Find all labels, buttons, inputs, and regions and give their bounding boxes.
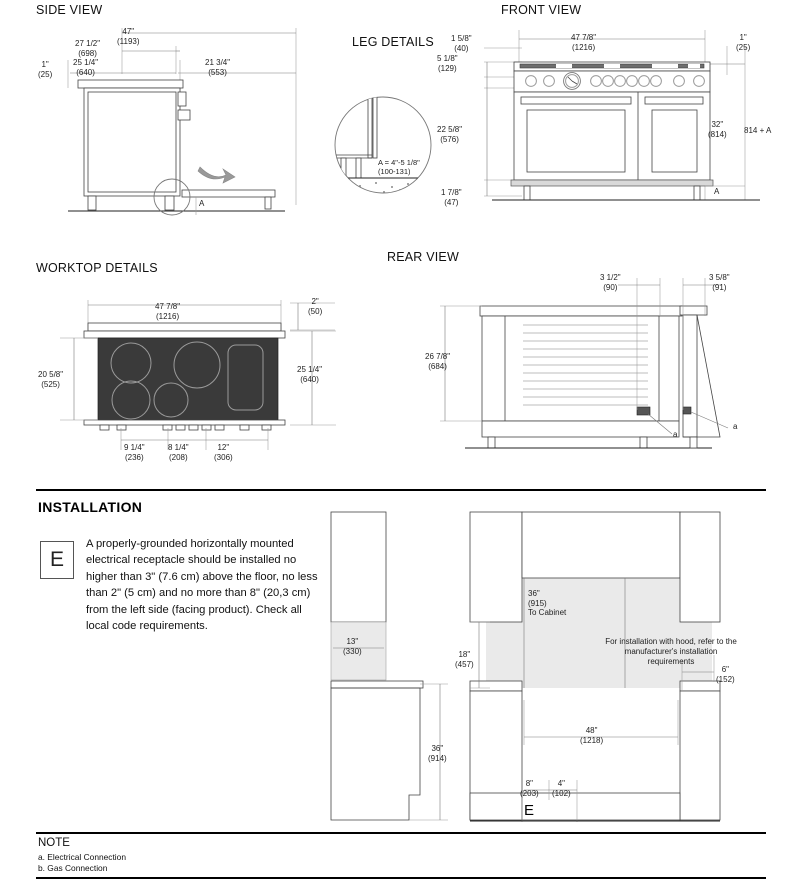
- side-door-open-dim: 21 3/4"(553): [205, 58, 231, 77]
- install-receptacle-offset-dim: 4"(102): [552, 779, 571, 798]
- rear-depth-offset-dim: 3 5/8"(91): [709, 273, 730, 292]
- side-top-overhang-dim: 1"(25): [38, 60, 53, 79]
- side-view-title: SIDE VIEW: [36, 3, 103, 17]
- front-oven-height-dim: 22 5/8"(576): [437, 125, 463, 144]
- note-divider-bottom: [36, 877, 766, 879]
- rear-connection-marker-left: a: [673, 430, 678, 439]
- front-toe-kick-dim: 1 7/8"(47): [441, 188, 462, 207]
- worktop-total-depth-dim: 25 1/4"(640): [297, 365, 323, 384]
- installation-body-text: A properly-grounded horizontally mounted…: [86, 538, 318, 633]
- side-leg-marker: A: [199, 199, 205, 208]
- front-backguard-height-dim: 1 5/8"(40): [451, 34, 472, 53]
- worktop-details-title: WORKTOP DETAILS: [36, 261, 158, 275]
- install-cutout-width-dim: 48"(1218): [580, 726, 604, 745]
- worktop-span3-dim: 12"(306): [214, 443, 233, 462]
- front-worktop-height-dim: 32"(814): [708, 120, 727, 139]
- note-heading: NOTE: [38, 837, 70, 849]
- side-overall-depth-dim: 47"(1193): [117, 27, 140, 46]
- install-counter-height-dim: 36"(914): [428, 744, 447, 763]
- note-divider-top: [36, 832, 766, 834]
- worktop-rear-trim-dim: 2"(50): [308, 297, 323, 316]
- rear-view-title: REAR VIEW: [387, 250, 459, 264]
- front-control-panel-height-dim: 5 1/8"(129): [437, 54, 458, 73]
- front-adjustable-total-label: 814 + A: [744, 126, 772, 135]
- rear-connection-marker-right: a: [733, 422, 738, 431]
- front-overall-width-dim: 47 7/8"(1216): [571, 33, 597, 52]
- install-hood-note: For installation with hood, refer to the…: [605, 637, 737, 666]
- note-item-a: a. Electrical Connection: [38, 852, 126, 862]
- leg-details-title: LEG DETAILS: [352, 35, 434, 49]
- worktop-span2-dim: 8 1/4"(208): [168, 443, 189, 462]
- rear-gas-offset-dim: 3 1/2"(90): [600, 273, 621, 292]
- install-receptacle-badge: E: [524, 802, 535, 819]
- worktop-span1-dim: 9 1/4"(236): [124, 443, 145, 462]
- installation-heading: INSTALLATION: [38, 499, 143, 515]
- worktop-width-dim: 47 7/8"(1216): [155, 302, 181, 321]
- side-cabinet-depth-dim: 25 1/4"(640): [73, 58, 99, 77]
- install-receptacle-from-left-dim: 8"(203): [520, 779, 539, 798]
- worktop-surface-depth-dim: 20 5/8"(525): [38, 370, 64, 389]
- note-item-b: b. Gas Connection: [38, 863, 108, 873]
- rear-height-dim: 26 7/8"(684): [425, 352, 451, 371]
- install-to-cabinet-dim: 36"(915)To Cabinet: [528, 589, 567, 617]
- installation-divider: [36, 489, 766, 491]
- install-side-depth-dim: 13"(330): [343, 637, 362, 656]
- electrical-badge-e: E: [40, 541, 74, 579]
- install-upper-cabinet-dim: 18"(457): [455, 650, 474, 669]
- side-body-depth-dim: 27 1/2"(698): [75, 39, 101, 58]
- install-side-clearance-dim: 6"(152): [716, 665, 735, 684]
- leg-range-dim: A = 4"-5 1/8"(100-131): [378, 158, 420, 176]
- front-leg-marker: A: [714, 187, 720, 196]
- front-view-title: FRONT VIEW: [501, 3, 582, 17]
- front-right-offset-dim: 1"(25): [736, 33, 751, 52]
